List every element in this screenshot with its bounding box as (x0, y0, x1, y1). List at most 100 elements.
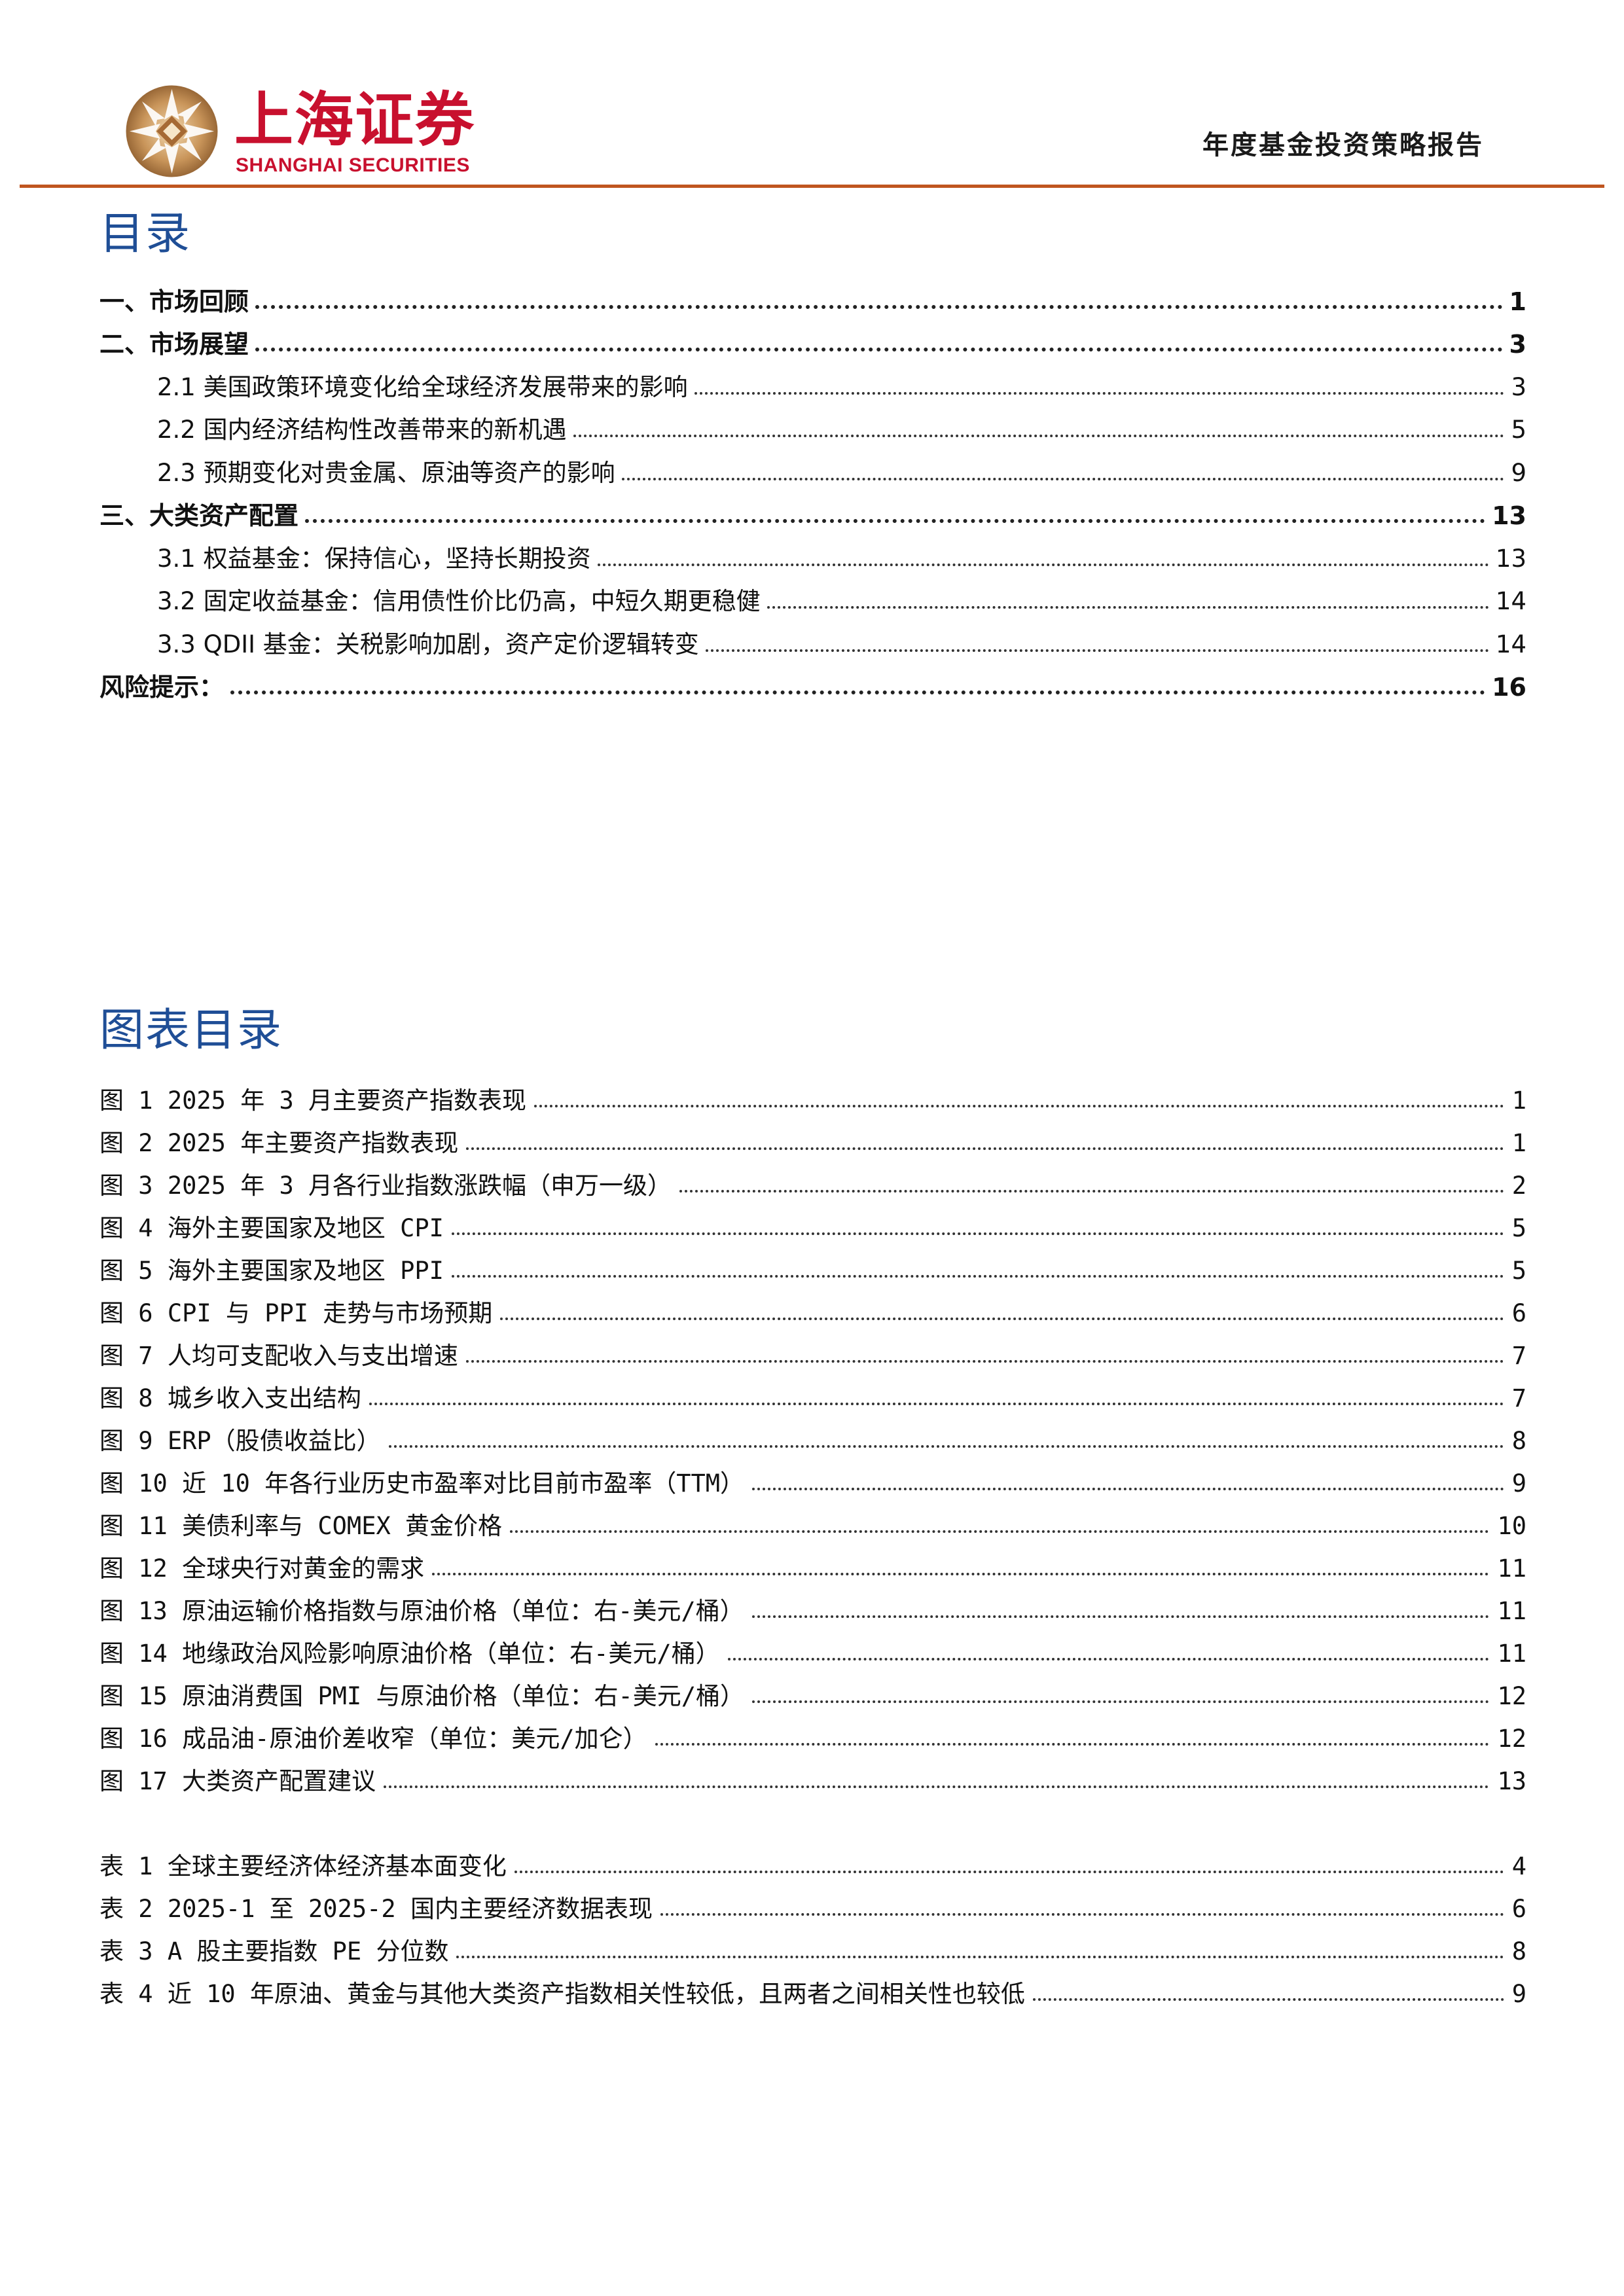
figure-entry[interactable]: 图 8 城乡收入支出结构 7 (99, 1374, 1526, 1417)
figure-entry-label: 图 17 大类资产配置建议 (99, 1767, 376, 1795)
figure-entry-label: 图 6 CPI 与 PPI 走势与市场预期 (99, 1299, 493, 1327)
dot-leader (230, 691, 1486, 694)
toc-entry-label: 三、大类资产配置 (99, 501, 299, 530)
figure-entry[interactable]: 图 14 地缘政治风险影响原油价格（单位：右-美元/桶） 11 (99, 1630, 1526, 1672)
header-divider (20, 185, 1604, 188)
table-entry-page: 4 (1511, 1852, 1526, 1880)
figure-entry[interactable]: 图 7 人均可支配收入与支出增速 7 (99, 1332, 1526, 1374)
dot-leader (432, 1573, 1490, 1575)
dot-leader (534, 1105, 1504, 1107)
figure-entry-page: 5 (1511, 1214, 1526, 1242)
figure-entry-page: 12 (1497, 1682, 1526, 1710)
logo-text-cn: 上海证券 (234, 86, 475, 154)
figure-entry-page: 1 (1511, 1129, 1526, 1157)
dot-leader (752, 1700, 1490, 1703)
dot-leader (767, 606, 1489, 609)
dot-leader (655, 1743, 1490, 1746)
figure-entry[interactable]: 图 10 近 10 年各行业历史市盈率对比目前市盈率（TTM）9 (99, 1460, 1526, 1502)
dot-leader (694, 391, 1504, 395)
table-entry[interactable]: 表 4 近 10 年原油、黄金与其他大类资产指数相关性较低，且两者之间相关性也较… (99, 1970, 1526, 2013)
dot-leader (500, 1318, 1504, 1320)
table-entry-page: 8 (1511, 1937, 1526, 1965)
figure-entry-page: 11 (1497, 1640, 1526, 1668)
page-header: 上海证券 SHANGHAI SECURITIES 年度基金投资策略报告 (0, 0, 1624, 190)
table-entry[interactable]: 表 2 2025-1 至 2025-2 国内主要经济数据表现 6 (99, 1885, 1526, 1928)
dot-leader (621, 477, 1504, 480)
figure-entry[interactable]: 图 2 2025 年主要资产指数表现 1 (99, 1119, 1526, 1162)
logo-emblem-icon (126, 85, 218, 177)
dot-leader (679, 1190, 1504, 1193)
toc-entry-page: 14 (1495, 630, 1526, 658)
figure-entry-label: 图 5 海外主要国家及地区 PPI (99, 1257, 444, 1285)
figure-entry-label: 图 8 城乡收入支出结构 (99, 1384, 361, 1412)
table-entry-page: 6 (1511, 1895, 1526, 1923)
figure-entry-label: 图 3 2025 年 3 月各行业指数涨跌幅（申万一级） (99, 1172, 672, 1200)
toc-entry-label: 风险提示： (99, 673, 225, 702)
table-entry-label: 表 2 2025-1 至 2025-2 国内主要经济数据表现 (99, 1895, 653, 1923)
figure-entry-label: 图 9 ERP（股债收益比） (99, 1427, 381, 1455)
figure-entry-label: 图 2 2025 年主要资产指数表现 (99, 1129, 459, 1157)
figure-entry-label: 图 14 地缘政治风险影响原油价格（单位：右-美元/桶） (99, 1640, 720, 1668)
figure-entry-page: 12 (1497, 1725, 1526, 1753)
figure-entry-page: 11 (1497, 1554, 1526, 1583)
toc-entry[interactable]: 三、大类资产配置 13 (99, 492, 1526, 535)
toc-entry-page: 13 (1492, 501, 1526, 530)
figure-entry[interactable]: 图 15 原油消费国 PMI 与原油价格（单位：右-美元/桶）12 (99, 1672, 1526, 1715)
toc-entry-label: 3.3 QDII 基金：关税影响加剧，资产定价逻辑转变 (157, 630, 699, 658)
toc-entry-page: 1 (1509, 287, 1526, 316)
figure-entry[interactable]: 图 4 海外主要国家及地区 CPI 5 (99, 1204, 1526, 1247)
figure-entry-page: 1 (1511, 1086, 1526, 1115)
figure-entry[interactable]: 图 6 CPI 与 PPI 走势与市场预期 6 (99, 1289, 1526, 1332)
figure-entry-label: 图 7 人均可支配收入与支出增速 (99, 1342, 458, 1370)
figure-entry[interactable]: 图 16 成品油-原油价差收窄（单位：美元/加仑） 12 (99, 1715, 1526, 1757)
toc-entry-page: 3 (1509, 330, 1526, 359)
figure-entry-page: 7 (1511, 1342, 1526, 1370)
toc-entry[interactable]: 风险提示：16 (99, 664, 1526, 707)
dot-leader (456, 1956, 1504, 1958)
toc-entry-label: 2.3 预期变化对贵金属、原油等资产的影响 (157, 458, 615, 487)
figure-entry[interactable]: 图 3 2025 年 3 月各行业指数涨跌幅（申万一级）2 (99, 1162, 1526, 1204)
dot-leader (255, 348, 1503, 351)
toc-entry-page: 14 (1495, 587, 1526, 615)
dot-leader (388, 1445, 1504, 1448)
figure-entry-label: 图 13 原油运输价格指数与原油价格（单位：右-美元/桶） (99, 1597, 744, 1625)
dot-leader (384, 1785, 1490, 1788)
dot-leader (451, 1232, 1504, 1235)
figure-entry-label: 图 16 成品油-原油价差收窄（单位：美元/加仑） (99, 1725, 647, 1753)
figure-entry-label: 图 10 近 10 年各行业历史市盈率对比目前市盈率（TTM） (99, 1469, 745, 1498)
dot-leader (705, 649, 1489, 652)
toc-entry-label: 2.2 国内经济结构性改善带来的新机遇 (157, 416, 567, 444)
dot-leader (660, 1913, 1504, 1916)
dot-leader (465, 1360, 1504, 1363)
toc-entry[interactable]: 3.3 QDII 基金：关税影响加剧，资产定价逻辑转变 14 (99, 620, 1526, 664)
figure-entry[interactable]: 图 13 原油运输价格指数与原油价格（单位：右-美元/桶） 11 (99, 1587, 1526, 1630)
figure-entry[interactable]: 图 9 ERP（股债收益比） 8 (99, 1417, 1526, 1460)
figure-entry-label: 图 11 美债利率与 COMEX 黄金价格 (99, 1512, 503, 1540)
figure-entry-page: 7 (1511, 1384, 1526, 1412)
figure-entry-page: 11 (1497, 1597, 1526, 1625)
toc-title: 目录 (99, 208, 192, 260)
dot-leader (369, 1403, 1504, 1405)
toc-entry-label: 2.1 美国政策环境变化给全球经济发展带来的影响 (157, 372, 688, 401)
dot-leader (597, 563, 1489, 566)
figure-entry-page: 8 (1511, 1427, 1526, 1455)
figure-entry-label: 图 4 海外主要国家及地区 CPI (99, 1214, 444, 1242)
figure-entry-page: 6 (1511, 1299, 1526, 1327)
